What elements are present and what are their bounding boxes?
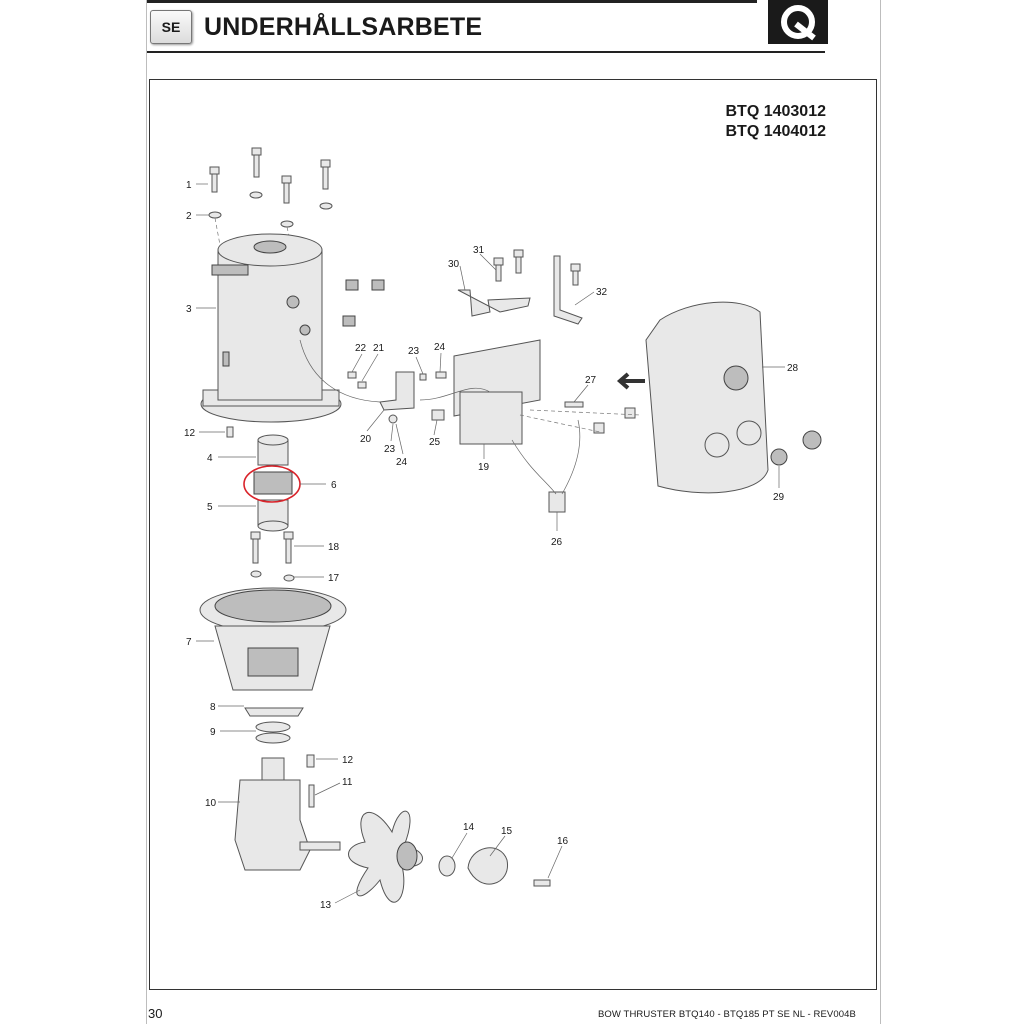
callout-5: 5 <box>207 502 213 513</box>
callout-11: 11 <box>342 777 353 788</box>
callout-20: 20 <box>360 434 372 445</box>
callout-14: 14 <box>463 822 475 833</box>
header-top-rule <box>147 0 757 3</box>
model-number-2: BTQ 1404012 <box>725 123 826 140</box>
callout-26: 26 <box>551 537 563 548</box>
callout-12-motor: 12 <box>184 428 196 439</box>
electric-motor <box>200 233 385 423</box>
callout-17: 17 <box>328 573 340 584</box>
callout-23-top: 23 <box>408 346 420 357</box>
callout-24-bottom: 24 <box>396 457 408 468</box>
callout-30: 30 <box>448 259 460 270</box>
callout-22: 22 <box>355 343 367 354</box>
quick-logo-icon <box>768 0 828 44</box>
solenoid-and-wiring <box>299 249 641 513</box>
title-underline <box>147 51 825 53</box>
page-number: 30 <box>148 1006 163 1021</box>
callout-leaders <box>196 183 785 904</box>
language-badge: SE <box>150 10 192 44</box>
model-number-1: BTQ 1403012 <box>725 103 826 120</box>
callout-18: 18 <box>328 542 340 553</box>
callout-12-leg: 12 <box>342 755 354 766</box>
callout-21: 21 <box>373 343 385 354</box>
page-title: UNDERHÅLLSARBETE <box>204 13 483 41</box>
left-margin-line <box>146 0 147 1024</box>
callout-3: 3 <box>186 304 192 315</box>
callout-9: 9 <box>210 727 216 738</box>
footer-document-id: BOW THRUSTER BTQ140 - BTQ185 PT SE NL - … <box>598 1009 856 1020</box>
callout-1: 1 <box>186 180 192 191</box>
callout-27: 27 <box>585 375 597 386</box>
motor-screws <box>208 147 333 246</box>
coupling-parts <box>226 426 301 532</box>
callout-32: 32 <box>596 287 608 298</box>
callout-6: 6 <box>331 480 337 491</box>
propeller-assembly <box>348 810 551 903</box>
callout-25: 25 <box>429 437 441 448</box>
callout-13: 13 <box>320 900 332 911</box>
callout-15: 15 <box>501 826 513 837</box>
callout-28: 28 <box>787 363 799 374</box>
right-margin-line <box>880 0 881 1024</box>
callout-29: 29 <box>773 492 785 503</box>
callout-23-bottom: 23 <box>384 444 396 455</box>
diagram-frame <box>149 79 877 990</box>
callout-24-top: 24 <box>434 342 446 353</box>
callout-10: 10 <box>205 798 217 809</box>
callout-7: 7 <box>186 637 192 648</box>
callout-31: 31 <box>473 245 485 256</box>
intermediate-flange <box>199 587 347 691</box>
callout-19: 19 <box>478 462 490 473</box>
flange-bolts <box>250 531 295 582</box>
cover-and-plugs <box>616 301 822 494</box>
callout-labels: 1 2 3 12 4 6 5 18 17 7 8 9 12 11 10 13 1… <box>184 180 799 911</box>
gear-leg <box>234 757 341 871</box>
gasket-and-orings <box>244 707 315 808</box>
callout-4: 4 <box>207 453 213 464</box>
callout-2: 2 <box>186 211 192 222</box>
callout-8: 8 <box>210 702 216 713</box>
callout-16: 16 <box>557 836 569 847</box>
